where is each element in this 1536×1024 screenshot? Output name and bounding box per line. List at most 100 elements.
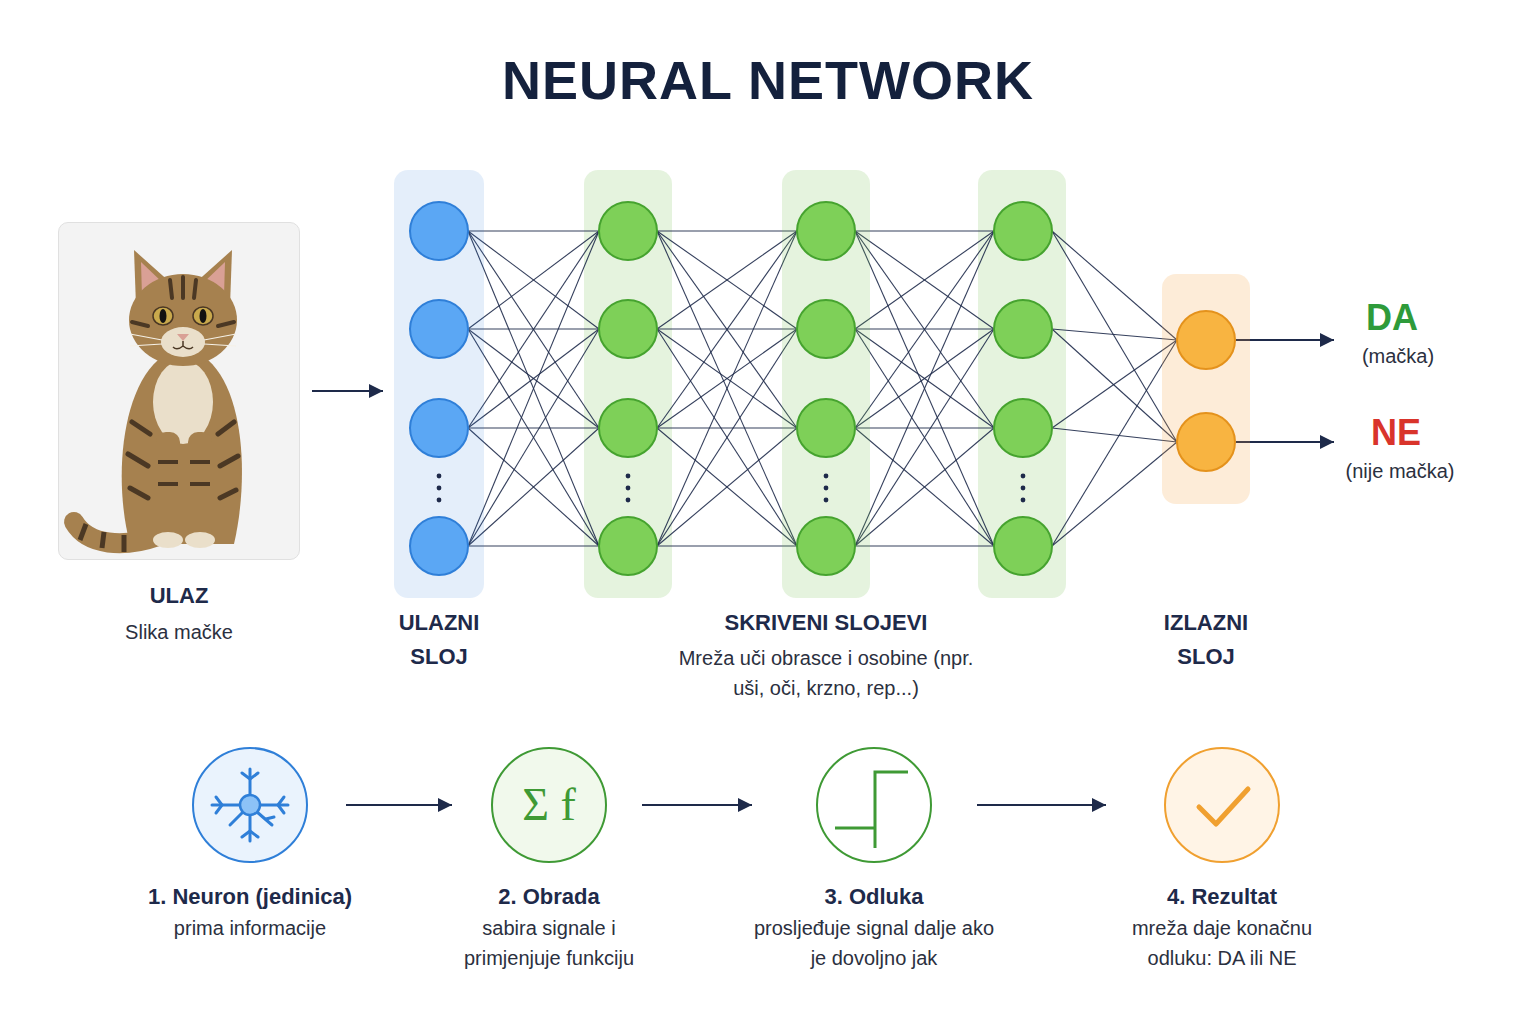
- weight-line: [855, 230, 994, 231]
- cat-nose: [177, 334, 189, 341]
- flow-arrow: [977, 804, 1106, 806]
- ellipsis-dot: [824, 486, 829, 491]
- cat-muzzle: [161, 327, 205, 357]
- neuron-circle: [410, 517, 468, 575]
- node-heading: ULAZNI SLOJ: [384, 606, 494, 674]
- cat-face-stripe: [218, 322, 234, 326]
- weight-line: [468, 329, 599, 428]
- neuron-dendrite: [260, 804, 288, 807]
- ellipsis-dot: [824, 474, 829, 479]
- cat-face-stripe: [194, 280, 196, 298]
- node-heading: ULAZ: [59, 582, 299, 610]
- cat-face-stripe: [170, 280, 172, 298]
- neuron-circle: [599, 202, 657, 260]
- caption-box: IZLAZNI SLOJ: [1151, 606, 1261, 674]
- neuron-circle: [797, 517, 855, 575]
- cat-body-stripe: [218, 422, 234, 434]
- weight-line: [855, 231, 994, 428]
- node-heading: 3. Odluka: [724, 883, 1024, 911]
- input-image-box: ULAZSlika mačke: [58, 222, 300, 560]
- weight-line: [468, 329, 599, 546]
- step-function-icon: [816, 747, 932, 863]
- weight-line: [1052, 442, 1177, 546]
- cat-whisker: [204, 344, 236, 346]
- hidden-neurons: [994, 202, 1052, 575]
- cat-tail-stripe: [122, 535, 127, 552]
- weight-line: [1052, 231, 1177, 442]
- weight-line: [468, 428, 599, 546]
- neuron-circle: [994, 517, 1052, 575]
- layer-neurons: [1162, 274, 1250, 504]
- weight-line: [657, 427, 797, 428]
- cat-drawing: [74, 250, 242, 552]
- neuron-dendrite: [230, 812, 243, 825]
- output-layer-band: IZLAZNI SLOJ: [1162, 274, 1250, 504]
- ellipsis-dot: [626, 474, 631, 479]
- neuron-body: [240, 795, 260, 815]
- cat-paw: [185, 532, 215, 548]
- weight-line: [657, 428, 797, 546]
- node-description: prima informacije: [140, 913, 360, 943]
- neuron-dendrite: [242, 773, 258, 779]
- weight-line: [468, 231, 599, 329]
- weight-line: [657, 329, 797, 428]
- node-description: mreža daje konačnu odluku: DA ili NE: [1112, 913, 1332, 973]
- weight-line: [1052, 231, 1177, 340]
- cat-body-stripe: [220, 456, 238, 466]
- cat-leg-stripe: [190, 482, 210, 486]
- weight-line: [468, 231, 599, 546]
- weight-line: [855, 329, 994, 546]
- weight-line: [468, 231, 599, 428]
- input-layer-band: ULAZNI SLOJ: [394, 170, 484, 598]
- neuron-circle: [994, 300, 1052, 358]
- cat-paw: [153, 532, 183, 548]
- cat-eye: [193, 307, 213, 325]
- neuron-icon: [192, 747, 308, 863]
- weight-line: [468, 428, 599, 546]
- neuron-dendrite: [278, 797, 284, 813]
- output-no-note: (nije mačka): [1290, 458, 1510, 484]
- weight-line: [657, 428, 797, 546]
- output-yes-label: DA: [1282, 295, 1502, 342]
- node-heading: 2. Obrada: [399, 883, 699, 911]
- weight-line: [657, 230, 797, 231]
- neuron-circle: [994, 202, 1052, 260]
- weight-line: [657, 231, 797, 428]
- cat-whisker: [130, 344, 162, 346]
- weight-line: [468, 329, 599, 546]
- weight-line: [855, 231, 994, 428]
- weight-line: [657, 329, 797, 428]
- weight-line: [657, 329, 797, 546]
- weight-line: [1052, 340, 1177, 428]
- ellipsis-dot: [626, 498, 631, 503]
- weight-line: [468, 545, 599, 546]
- step-function: [835, 827, 875, 830]
- hidden-neurons: [599, 202, 657, 575]
- flow-arrow: [642, 804, 752, 806]
- cat-head: [129, 274, 237, 366]
- decision-step-circle: 3. Odlukaprosljeđuje signal dalje ako je…: [816, 747, 932, 863]
- node-heading: SKRIVENI SLOJEVI: [646, 606, 1006, 640]
- weight-line: [855, 329, 994, 546]
- cat-leg: [156, 432, 180, 538]
- caption-box: 4. Rezultatmreža daje konačnu odluku: DA…: [1072, 883, 1372, 973]
- weight-line: [657, 231, 797, 329]
- weight-line: [468, 230, 599, 231]
- neuron-dendrite: [266, 817, 274, 819]
- function-symbol: Σ f: [522, 780, 576, 830]
- weight-line: [1052, 428, 1177, 442]
- neuron-circle: [1177, 311, 1235, 369]
- cat-body-stripe: [132, 422, 150, 434]
- neuron-circle: [599, 300, 657, 358]
- neuron-dendrite: [249, 769, 252, 795]
- cat-leg-stripe: [190, 460, 210, 464]
- caption-box: ULAZSlika mačke: [59, 582, 299, 645]
- neuron-circle: [410, 399, 468, 457]
- weight-line: [657, 231, 797, 428]
- cat-pupil: [200, 309, 207, 323]
- caption-box: 1. Neuron (jedinica)prima informacije: [100, 883, 400, 943]
- neuron-circle: [797, 202, 855, 260]
- output-arrow: [1236, 441, 1334, 443]
- weight-line: [1052, 340, 1177, 546]
